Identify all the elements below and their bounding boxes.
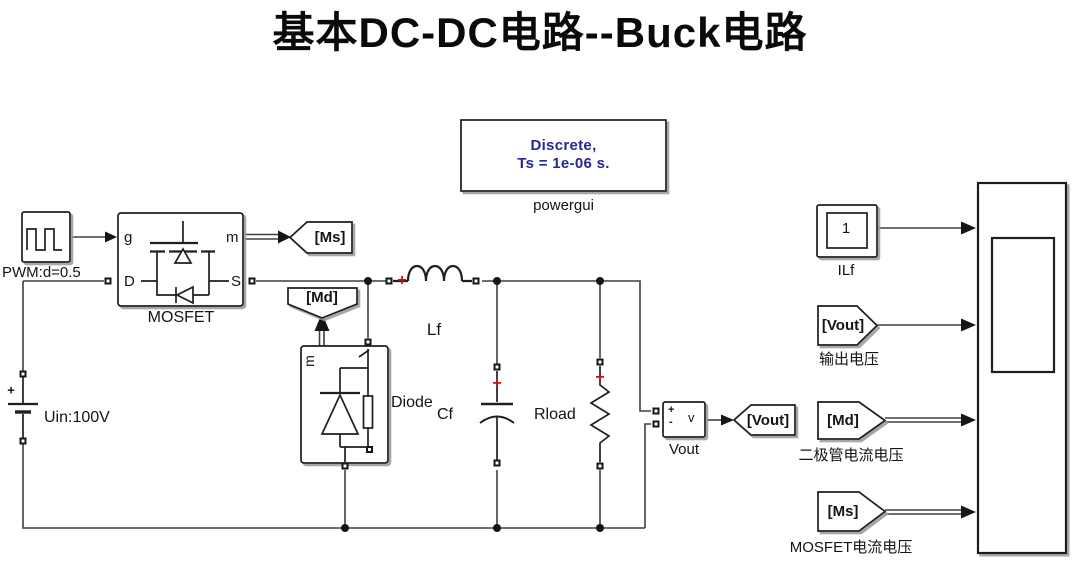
arrowheads (105, 221, 976, 519)
from-tag-vout[interactable] (817, 305, 879, 346)
from-tag-ms[interactable] (817, 491, 887, 532)
mosfet-symbol-icon (141, 221, 229, 305)
powergui-block[interactable] (460, 119, 667, 192)
rload-label: Rload (534, 406, 576, 423)
dc-source-uin[interactable] (8, 377, 38, 438)
from-ms-label: MOSFET电流电压 (789, 539, 913, 556)
from-vout-text: [Vout] (821, 317, 865, 334)
powergui-line2: Ts = 1e-06 s. (517, 155, 610, 172)
mosfet-port-m: m (226, 229, 239, 246)
pulse-wave-icon (26, 228, 62, 251)
scope-screen (990, 236, 1056, 374)
from-vout-label: 输出电压 (818, 351, 880, 368)
ilf-block[interactable] (816, 204, 878, 258)
voltage-meter-block[interactable] (662, 401, 706, 438)
capacitor-icon (479, 371, 515, 460)
battery-icon (8, 377, 38, 438)
vmeter-plus: + (668, 404, 675, 416)
goto-md-text: [Md] (306, 289, 338, 306)
from-tag-md[interactable] (817, 401, 887, 440)
goto-vout-text: [Vout] (746, 412, 790, 429)
from-ms-text: [Ms] (827, 503, 859, 520)
goto-tag-ms[interactable] (288, 221, 353, 254)
powergui-label: powergui (533, 197, 594, 214)
vmeter-minus: - (669, 416, 673, 428)
junction-dots (341, 277, 604, 532)
goto-ms-text: [Ms] (314, 229, 346, 246)
cf-label: Cf (437, 406, 453, 423)
uin-label: Uin:100V (44, 409, 110, 426)
bus-mdfrom-to-scope[interactable] (885, 417, 964, 423)
lf-polarity-mark: + (397, 272, 407, 289)
mosfet-label: MOSFET (147, 309, 215, 326)
pwm-block[interactable] (21, 211, 71, 263)
capacitor-cf[interactable] (479, 371, 515, 460)
bus-msfrom-to-scope[interactable] (885, 509, 964, 515)
ilf-value: 1 (841, 220, 851, 237)
cf-polarity-mark: + (492, 375, 502, 392)
pwm-label: PWM:d=0.5 (2, 264, 81, 281)
mosfet-port-s: S (231, 273, 242, 290)
diode-symbol-icon (320, 349, 374, 462)
powergui-line1: Discrete, (530, 137, 597, 154)
mosfet-port-g: g (124, 229, 133, 246)
ilf-inner-frame (826, 212, 868, 249)
inductor-coil-icon (393, 264, 472, 283)
battery-plus-sign: + (7, 382, 15, 398)
from-md-label: 二极管电流电压 (798, 447, 904, 464)
diode-block[interactable] (300, 345, 389, 464)
diode-port-m: m (300, 355, 317, 367)
rload-polarity-mark: + (595, 369, 605, 386)
goto-tag-md[interactable] (287, 287, 358, 319)
from-md-text: [Md] (827, 412, 859, 429)
ilf-label: ILf (837, 262, 855, 279)
resistor-rload[interactable] (589, 366, 611, 462)
bus-diode-m[interactable] (318, 331, 325, 346)
goto-tag-vout[interactable] (732, 404, 796, 436)
diagram-title: 基本DC-DC电路--Buck电路 (272, 9, 808, 56)
scope-block[interactable] (976, 181, 1068, 555)
resistor-zigzag-icon (589, 366, 611, 462)
mosfet-block[interactable] (117, 212, 244, 307)
vmeter-v: v (688, 410, 695, 425)
wire-ground-rail[interactable] (22, 280, 651, 529)
mosfet-port-d: D (124, 273, 135, 290)
port-terminals (19, 277, 660, 470)
inductor-lf[interactable] (393, 264, 472, 283)
signal-wires[interactable] (22, 227, 964, 529)
diode-label: Diode (391, 394, 433, 411)
lf-label: Lf (426, 320, 442, 339)
vmeter-label: Vout (668, 441, 700, 458)
wire-output-node[interactable] (482, 280, 651, 412)
bus-mosfet-m[interactable] (243, 233, 280, 240)
